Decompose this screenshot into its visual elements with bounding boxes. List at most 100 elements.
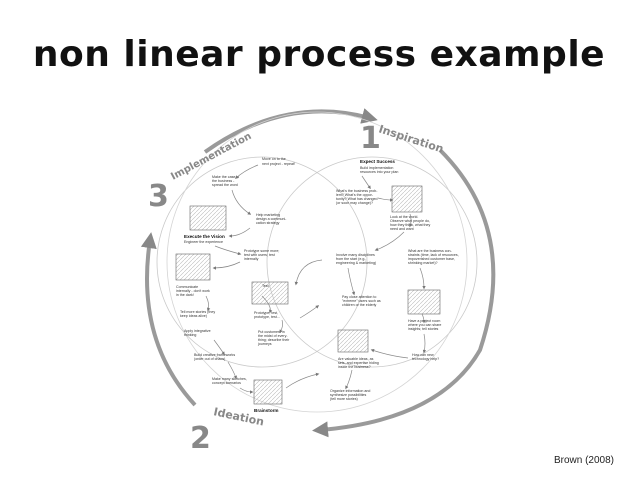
note-prototype-test: Prototype, test,prototype, test...: [254, 311, 280, 319]
diagram-note-line: thinking: [184, 333, 196, 337]
diagram-note-line: tunity? What has changed: [336, 197, 378, 201]
diagram-note-line: next project - repeat!: [262, 162, 295, 166]
diagram-note-line: Apply integrative: [184, 329, 211, 333]
arrow-a12: [285, 372, 320, 389]
heading-brainstorm: Brainstorm: [254, 408, 279, 413]
photo-brainstorm: [253, 379, 283, 405]
cycle-arc-right: [312, 148, 496, 438]
diagram-note-line: shrinking market)?: [408, 261, 438, 265]
diagram-note-line: technology help?: [412, 357, 439, 361]
diagram-note-line: Observe what people do,: [390, 219, 430, 223]
arrow-a3: [228, 227, 251, 238]
diagram-note-line: the midst of every-: [258, 334, 288, 338]
inner-circle-right: [266, 156, 478, 368]
inner-circle-left: [156, 156, 368, 368]
arrow-a10: [227, 361, 237, 380]
arrow-a9: [213, 339, 225, 356]
arrow-a24: [294, 259, 323, 286]
diagram-note-line: Move on to the: [262, 157, 286, 161]
diagram-note-line: How can new: [412, 353, 434, 357]
arrow-a18: [347, 267, 356, 296]
diagram-note-line: journeys: [257, 342, 272, 346]
diagram-note-line: inside the business?: [338, 365, 371, 369]
diagram-note-line: Involve many disciplines: [336, 253, 375, 257]
arrow-a8: [279, 319, 284, 334]
note-test: Test: [262, 284, 269, 288]
arrow-a11: [239, 387, 254, 394]
photo-project-room: [407, 289, 441, 315]
arrow-a19: [421, 313, 426, 324]
photo-expert: [391, 185, 423, 213]
diagram-note-line: impoverished customer base,: [408, 257, 455, 261]
diagram-note-line: (tell more stories): [330, 397, 358, 401]
diagram-note-line: test with users; test: [244, 253, 275, 257]
diagram-note-line: What's the business prob-: [336, 189, 378, 193]
phase-number-3: 3: [148, 179, 169, 214]
diagram-note-line: Build implementation: [360, 166, 393, 170]
arrow-a4: [214, 245, 242, 256]
diagram-note-line: the business -: [212, 179, 235, 183]
arrow-a7: [261, 295, 273, 314]
diagram-note-line: Make many sketches,: [212, 377, 247, 381]
diagram-note-line: keep ideas alive): [180, 314, 207, 318]
diagram-note-line: insights; tell stories: [408, 327, 439, 331]
diagram-note-line: synthesize possibilities: [330, 393, 367, 397]
phase-number-2: 2: [190, 421, 211, 456]
heading-execute-vision: Execute the Vision: [184, 234, 225, 239]
note-look-world: Look at the world.Observe what people do…: [390, 215, 431, 231]
diagram-note-line: children or the elderly: [342, 303, 377, 307]
note-extreme: Pay close attention to"extreme" users su…: [342, 295, 381, 307]
credit-citation: Brown (2008): [553, 455, 614, 466]
heading-expect-success: Expect Success: [360, 159, 395, 164]
diagram-note-line: prototype, test...: [254, 315, 280, 319]
photo-execute: [189, 205, 227, 231]
arrow-a2: [231, 189, 252, 215]
diagram-note-line: "extreme" users such as: [342, 299, 381, 303]
note-frameworks: Build creative frameworks(order out of c…: [194, 353, 235, 361]
diagram-note-line: Build creative frameworks: [194, 353, 235, 357]
inner-circle-center: [166, 111, 468, 413]
note-sketches: Make many sketches,concept scenarios: [212, 377, 247, 385]
phase-label-inspiration: Inspiration: [377, 122, 445, 155]
note-prototype-more: Prototype some more;test with users; tes…: [244, 249, 279, 261]
diagram-note-line: Help marketing: [256, 213, 280, 217]
arrow-a13: [361, 175, 371, 190]
note-business-problem: What's the business prob-lem? What's the…: [336, 189, 378, 205]
photo-prototype: [175, 253, 211, 281]
arrow-a21: [370, 349, 409, 359]
diagram-note-line: straints (time, lack of resources,: [408, 253, 459, 257]
diagram-note-line: Prototype some more;: [244, 249, 279, 253]
diagram-note-line: where you can share: [408, 323, 441, 327]
diagram-note-line: Put customers in: [258, 330, 285, 334]
diagram-note-line: need and want: [390, 227, 414, 231]
diagram-note-line: lem? What's the oppor-: [336, 193, 374, 197]
diagram-note-line: spread the word: [212, 183, 238, 187]
connector-arrows: [205, 164, 427, 394]
phase-number-1: 1: [360, 121, 381, 156]
diagram-note-line: from the start (e.g.,: [336, 257, 366, 261]
photo-test: [251, 281, 289, 305]
arrow-a16: [374, 231, 405, 251]
arrow-a5: [212, 261, 241, 270]
diagram-note-line: engineering & marketing): [336, 261, 376, 265]
diagram-note-line: Communicate: [176, 285, 198, 289]
diagram-note-line: Tell more stories (they: [180, 310, 215, 314]
diagram-note-line: Look at the world.: [390, 215, 418, 219]
diagram-note-line: Make the case in: [212, 175, 239, 179]
arrow-a6: [205, 295, 211, 312]
diagram-note-line: internally: [244, 257, 259, 261]
arrow-a20: [422, 333, 427, 354]
diagram-note-line: Prototype, test,: [254, 311, 278, 315]
